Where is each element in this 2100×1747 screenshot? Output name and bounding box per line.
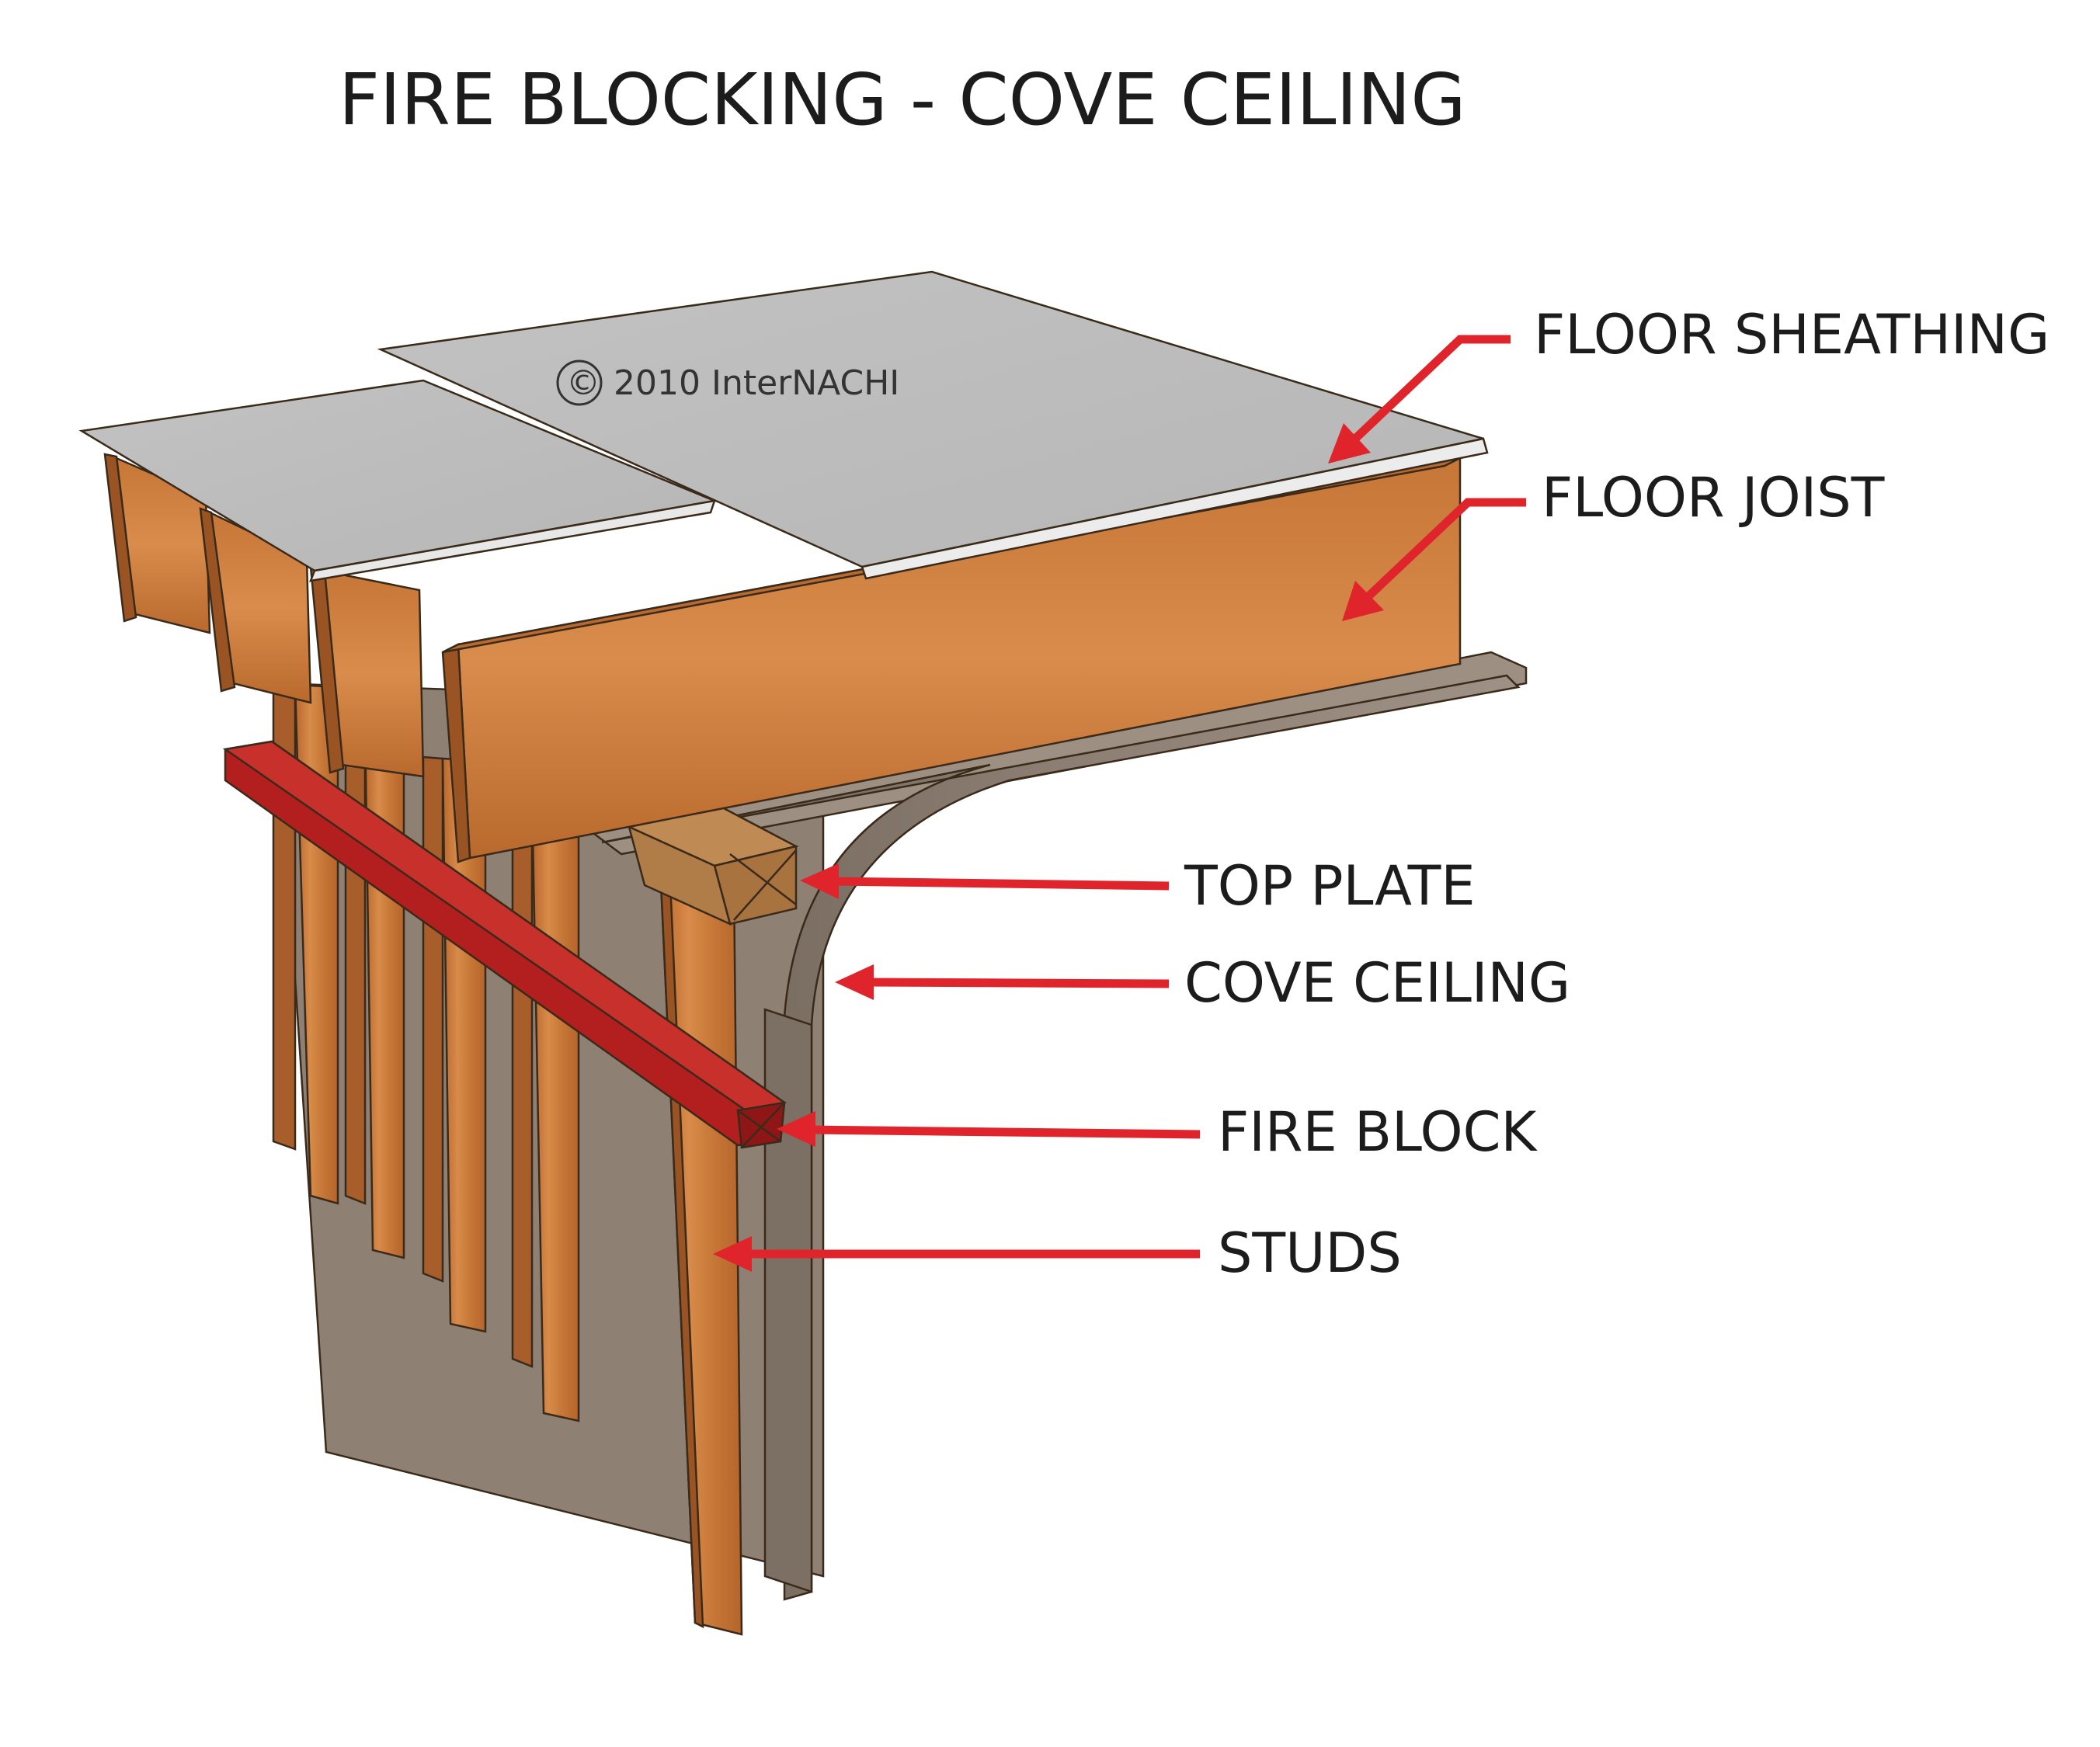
watermark-text: 2010 InterNACHI	[614, 363, 899, 403]
cove-ceiling-arrow	[835, 964, 1170, 1000]
stud	[363, 722, 405, 1259]
label-studs: STUDS	[1218, 1221, 1402, 1285]
fire-block-arrow	[777, 1111, 1201, 1147]
top-plate-arrow	[800, 863, 1170, 899]
cove-ceiling-panel	[588, 651, 1528, 1601]
studs-arrow	[713, 1236, 1200, 1272]
top-plate-member	[626, 806, 799, 926]
copyright-circle-icon	[556, 359, 603, 406]
callout-arrows	[713, 335, 1526, 1272]
copyright-watermark: © 2010 InterNACHI	[556, 359, 899, 406]
fire-block-member	[222, 740, 788, 1149]
label-floor-sheathing: FLOOR SHEATHING	[1534, 303, 2050, 366]
floor-sheathing-panels	[78, 270, 1489, 582]
floor-joist-arrow	[1342, 498, 1526, 621]
label-fire-block: FIRE BLOCK	[1218, 1100, 1538, 1164]
label-floor-joist: FLOOR JOIST	[1542, 466, 1885, 530]
label-top-plate: TOP PLATE	[1184, 854, 1476, 918]
diagram-title: FIRE BLOCKING - COVE CEILING	[339, 58, 1466, 141]
floor-sheathing-arrow	[1328, 335, 1511, 464]
label-cove-ceiling: COVE CEILING	[1184, 951, 1570, 1015]
copyright-symbol: ©	[566, 363, 600, 403]
